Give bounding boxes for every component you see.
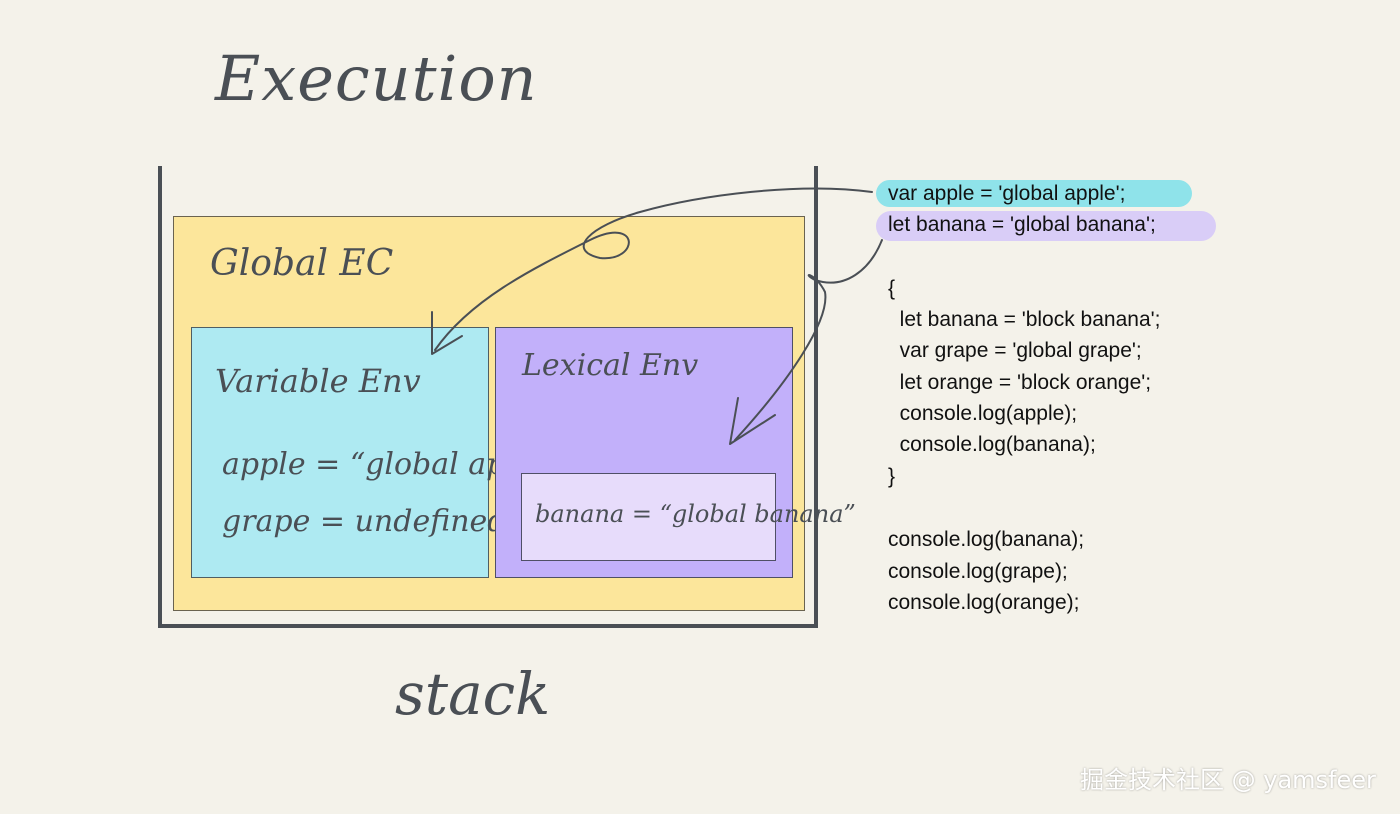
- variable-environment-box: [191, 327, 489, 578]
- code-line: var grape = 'global grape';: [888, 339, 1142, 362]
- let-hoist-arrowhead: [729, 397, 776, 445]
- variable-env-entry-grape: grape = undefined: [222, 504, 507, 539]
- code-line: }: [888, 465, 896, 488]
- code-line: console.log(orange);: [888, 591, 1080, 614]
- lexical-env-entry-banana: banana = “global banana”: [535, 500, 856, 528]
- code-line: {: [888, 277, 896, 300]
- code-line: console.log(banana);: [888, 528, 1085, 551]
- stack-label: stack: [395, 660, 551, 728]
- var-hoist-arrowhead: [431, 311, 463, 355]
- code-line: console.log(apple);: [888, 402, 1078, 425]
- code-line: let banana = 'block banana';: [888, 308, 1161, 331]
- variable-env-label: Variable Env: [215, 362, 421, 400]
- var-declaration-highlight: [876, 180, 1192, 207]
- execution-stack-container: [158, 166, 818, 628]
- let-hoist-arrow: [734, 239, 883, 441]
- diagram-title: Execution: [215, 42, 538, 115]
- watermark: 掘金技术社区 @ yamsfeer: [1080, 766, 1376, 794]
- code-line: var apple = 'global apple';: [888, 182, 1126, 205]
- lexical-env-label: Lexical Env: [522, 348, 699, 383]
- code-line: console.log(banana);: [888, 433, 1096, 456]
- code-line: let banana = 'global banana';: [888, 213, 1156, 236]
- code-line: console.log(grape);: [888, 560, 1068, 583]
- let-declaration-highlight: [876, 211, 1216, 241]
- code-line: let orange = 'block orange';: [888, 371, 1152, 394]
- var-hoist-arrow: [434, 187, 873, 351]
- global-ec-label: Global EC: [210, 243, 394, 284]
- lexical-env-record-box: [521, 473, 776, 561]
